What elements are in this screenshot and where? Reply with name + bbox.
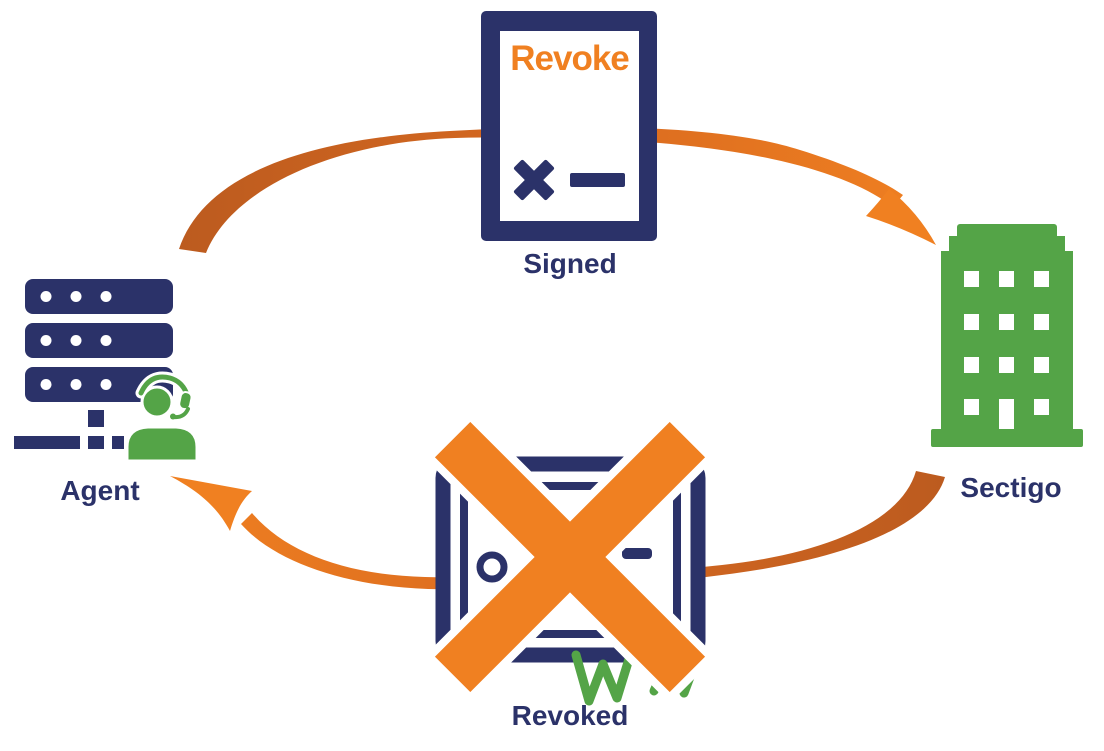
support-person-icon <box>125 371 199 463</box>
agent-to-sectigo-arrow <box>179 127 936 253</box>
headset-earpiece <box>178 391 193 411</box>
revoked-label: Revoked <box>511 700 629 731</box>
server-leds <box>40 291 112 390</box>
x-mark-icon <box>513 159 555 201</box>
arrowhead-icon <box>866 189 936 245</box>
sectigo-label: Sectigo <box>960 472 1062 503</box>
headset-band <box>138 374 189 396</box>
arrowhead-icon <box>170 476 252 531</box>
sectigo-building-icon <box>931 224 1083 447</box>
revoked-x-icon <box>423 410 717 704</box>
revoke-document-icon <box>481 11 657 241</box>
building-windows <box>964 271 1049 429</box>
agent-server-headset-icon <box>14 279 199 463</box>
agent-label: Agent <box>60 475 140 506</box>
revoke-document-title: Revoke <box>510 39 630 78</box>
certificate-seal <box>476 551 508 583</box>
sectigo-to-agent-arrow <box>170 471 945 590</box>
revoked-certificate-icon <box>423 410 717 706</box>
server-stack-icon <box>14 279 173 449</box>
dash-mark-icon <box>570 173 625 187</box>
certificate-text-line <box>622 548 652 559</box>
headset-mic <box>172 407 190 420</box>
signed-label: Signed <box>523 248 617 279</box>
arrow-shaft <box>241 471 945 590</box>
